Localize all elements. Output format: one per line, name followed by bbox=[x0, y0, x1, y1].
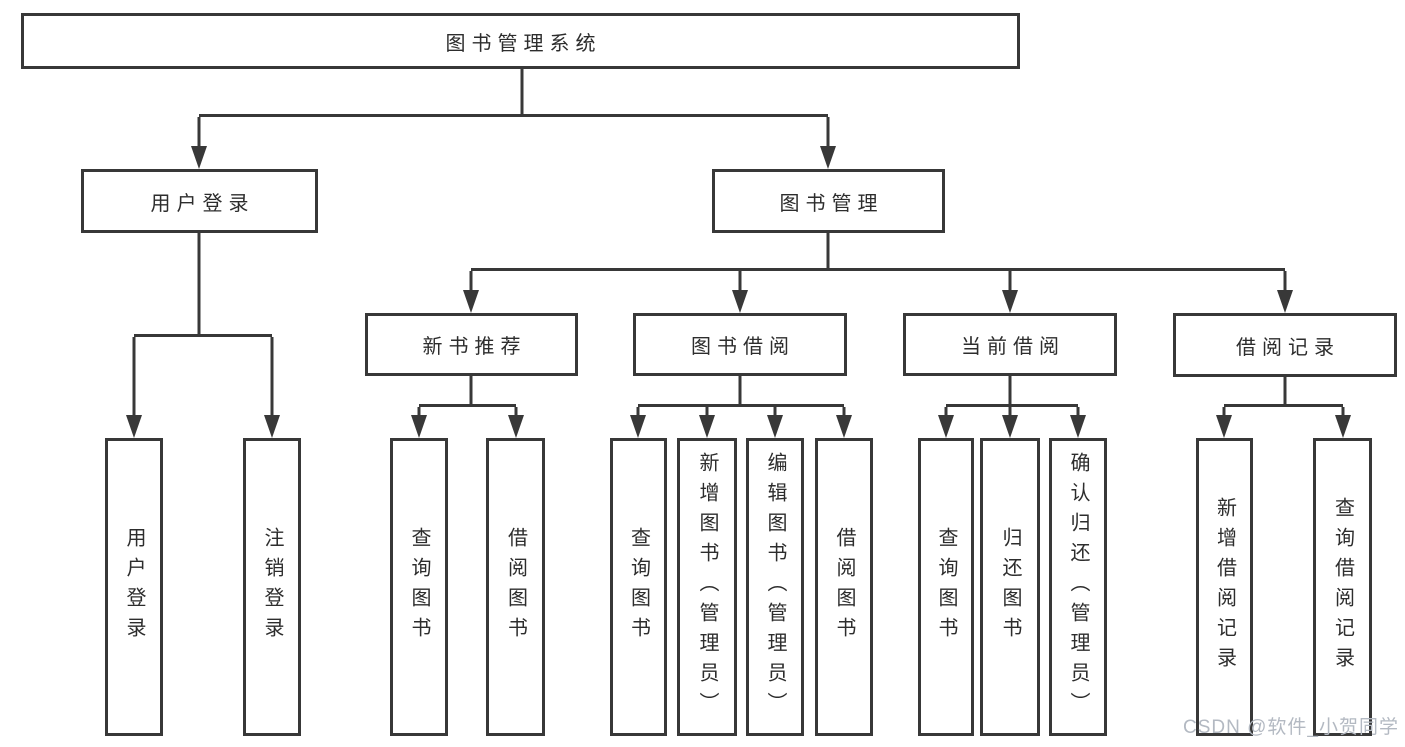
node-label: 图书管理 bbox=[779, 192, 884, 215]
leaf-query-borrow-record: 查询借阅记录 bbox=[1313, 438, 1372, 736]
node-borrow-records: 借阅记录 bbox=[1173, 313, 1397, 377]
csdn-watermark: CSDN @软件_小贺同学 bbox=[1183, 717, 1399, 738]
node-library-management-system: 图书管理系统 bbox=[21, 13, 1020, 69]
leaf-logout: 注销登录 bbox=[243, 438, 301, 736]
leaf-confirm-return-admin: 确认归还（管理员） bbox=[1049, 438, 1107, 736]
leaf-current-query-books: 查询图书 bbox=[918, 438, 974, 736]
edge-book-management-to-level3 bbox=[463, 233, 1293, 313]
node-label: 查询图书 bbox=[408, 527, 430, 647]
node-book-management: 图书管理 bbox=[712, 169, 945, 233]
node-label: 用户登录 bbox=[123, 527, 145, 647]
node-label: 用户登录 bbox=[150, 192, 255, 215]
node-book-borrow: 图书借阅 bbox=[633, 313, 847, 376]
node-new-book-recommend: 新书推荐 bbox=[365, 313, 578, 376]
node-label: 查询图书 bbox=[935, 527, 957, 647]
node-label: 借阅图书 bbox=[504, 527, 527, 647]
edge-root-to-level2 bbox=[191, 69, 836, 169]
node-label: 新书推荐 bbox=[422, 336, 527, 358]
leaf-edit-books-admin: 编辑图书（管理员） bbox=[746, 438, 804, 736]
node-label: 借阅记录 bbox=[1236, 336, 1340, 359]
node-user-login-branch: 用户登录 bbox=[81, 169, 318, 233]
leaf-return-books: 归还图书 bbox=[980, 438, 1040, 736]
leaf-borrow-query-books: 查询图书 bbox=[610, 438, 667, 736]
node-label: 归还图书 bbox=[999, 527, 1021, 647]
node-label: 新增借阅记录 bbox=[1213, 497, 1236, 677]
edge-book-borrow-to-leaves bbox=[630, 376, 852, 438]
node-label: 新增图书（管理员） bbox=[696, 452, 718, 722]
node-label: 借阅图书 bbox=[833, 527, 855, 647]
edge-current-borrow-to-leaves bbox=[938, 376, 1086, 438]
node-label: 图书管理系统 bbox=[445, 32, 602, 55]
leaf-recommend-query-books: 查询图书 bbox=[390, 438, 448, 736]
node-label: 图书借阅 bbox=[691, 336, 795, 358]
node-label: 编辑图书（管理员） bbox=[764, 452, 786, 722]
leaf-recommend-borrow-books: 借阅图书 bbox=[486, 438, 545, 736]
node-current-borrow: 当前借阅 bbox=[903, 313, 1117, 376]
edge-borrow-records-to-leaves bbox=[1216, 377, 1351, 438]
leaf-add-borrow-record: 新增借阅记录 bbox=[1196, 438, 1253, 736]
leaf-user-login: 用户登录 bbox=[105, 438, 163, 736]
node-label: 查询借阅记录 bbox=[1331, 497, 1354, 677]
node-label: 确认归还（管理员） bbox=[1067, 452, 1089, 722]
leaf-borrow-books: 借阅图书 bbox=[815, 438, 873, 736]
node-label: 注销登录 bbox=[261, 527, 283, 647]
edge-user-login-to-leaves bbox=[126, 233, 280, 438]
leaf-add-books-admin: 新增图书（管理员） bbox=[677, 438, 737, 736]
edge-new-book-recommend-to-leaves bbox=[411, 376, 524, 438]
node-label: 当前借阅 bbox=[961, 336, 1065, 358]
node-label: 查询图书 bbox=[627, 527, 650, 647]
